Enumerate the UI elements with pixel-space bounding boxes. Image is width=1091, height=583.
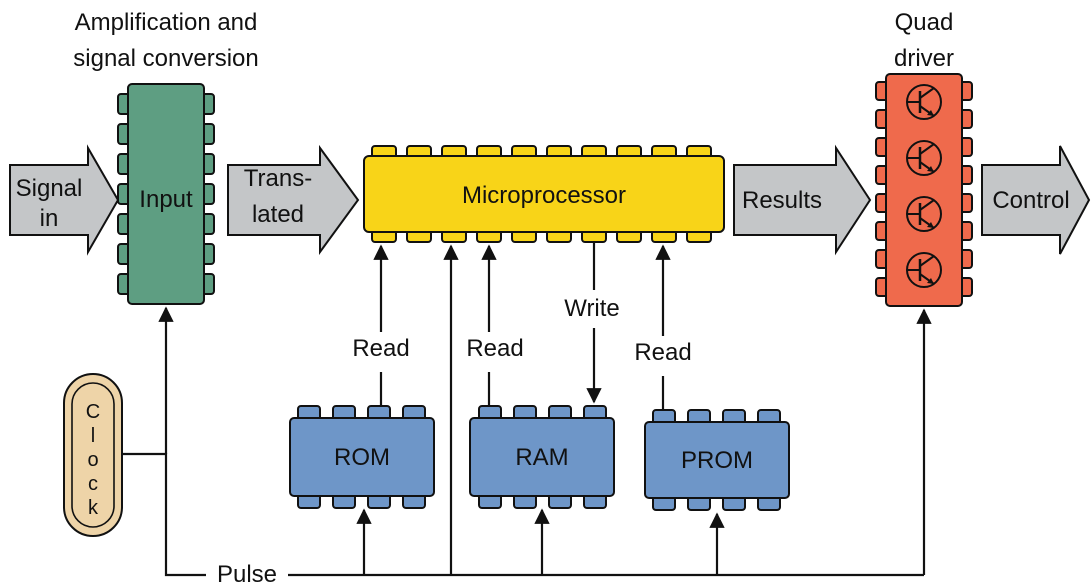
translated-label-line1: Trans- [244, 165, 312, 192]
input-chip: Input [117, 83, 215, 305]
pulse-bus: Pulse [122, 244, 932, 583]
clock-letter-k: k [88, 497, 99, 519]
pulse-label: Pulse [217, 561, 277, 583]
rom-label: ROM [334, 444, 390, 471]
microprocessor-label: Microprocessor [462, 182, 626, 209]
clock-letter-c: C [86, 401, 100, 423]
quad-driver-label-line1: Quad [895, 9, 954, 36]
rom-chip: ROM [289, 405, 435, 509]
translated-label-line2: lated [252, 201, 304, 228]
amplification-label-line1: Amplification and [75, 9, 258, 36]
ram-read-wire: Read [466, 244, 524, 406]
ram-chip: RAM [469, 405, 615, 509]
ram-label: RAM [515, 444, 568, 471]
control-label: Control [992, 187, 1069, 214]
transistor-icon [906, 84, 942, 120]
clock-letter-l: l [91, 425, 95, 447]
prom-read-wire: Read [634, 244, 692, 410]
signal-in-label-line2: in [40, 205, 59, 232]
results-label: Results [742, 187, 822, 214]
ram-write-label: Write [564, 295, 620, 322]
ram-write-wire: Write [564, 243, 620, 404]
quad-driver-label-line2: driver [894, 45, 954, 72]
control-arrow: Control [981, 145, 1091, 255]
quad-driver-chip [875, 73, 973, 307]
ram-read-label: Read [466, 335, 523, 362]
input-chip-label: Input [139, 186, 193, 213]
clock-component: C l o c k [63, 373, 123, 537]
amplification-label-line2: signal conversion [73, 45, 258, 72]
transistor-icon [906, 140, 942, 176]
prom-label: PROM [681, 447, 753, 474]
rom-read-wire: Read [352, 244, 410, 406]
clock-letter-o: o [87, 449, 98, 471]
clock-letter-c2: c [88, 473, 98, 495]
transistor-icon [906, 252, 942, 288]
prom-read-label: Read [634, 339, 691, 366]
translated-arrow: Trans- lated [227, 144, 360, 256]
transistor-icon [906, 196, 942, 232]
microprocessor-chip: Microprocessor [363, 145, 725, 243]
signal-in-arrow: Signal in [9, 144, 120, 256]
rom-read-label: Read [352, 335, 409, 362]
results-arrow: Results [733, 144, 872, 256]
signal-in-label-line1: Signal [16, 175, 83, 202]
prom-chip: PROM [644, 409, 790, 511]
